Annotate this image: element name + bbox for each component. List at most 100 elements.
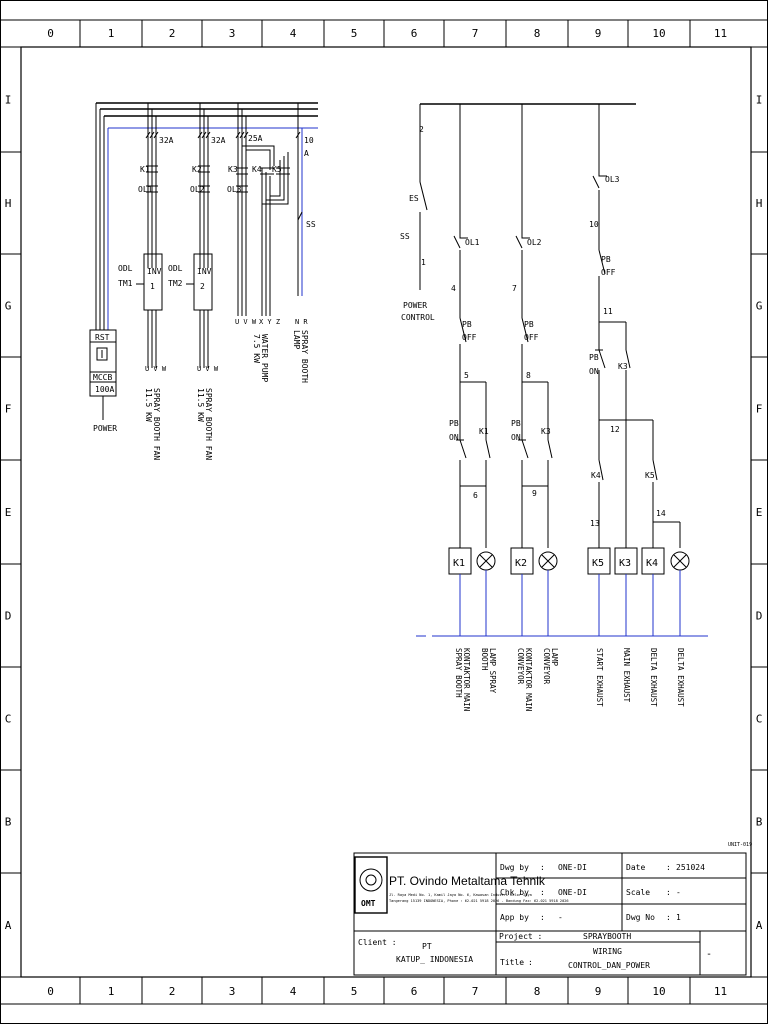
pb-on-label: ON [449, 433, 459, 442]
column-index: 10 [652, 27, 665, 40]
overload-label: OL2 [190, 185, 205, 194]
column-index: 4 [290, 985, 297, 998]
row-index: E [756, 506, 763, 519]
output-label: MAIN EXHAUST [622, 648, 631, 703]
terminal-label: U V W [197, 365, 219, 373]
app-by-label: App by [500, 913, 529, 922]
wire-number: 8 [526, 371, 531, 380]
mccb-label: RST [95, 333, 110, 342]
contactor-label: K3 [228, 165, 238, 174]
scale-label: Scale [626, 888, 650, 897]
contact-label: K5 [645, 471, 655, 480]
contactor-label: K5 [272, 165, 282, 174]
column-index: 2 [169, 985, 176, 998]
column-index: 3 [229, 27, 236, 40]
output-label: LAMP SPRAY [488, 648, 497, 694]
row-index: F [5, 403, 12, 416]
client-label: Client : [358, 938, 397, 947]
coil-label: K5 [592, 558, 604, 569]
drawing-border [20, 46, 752, 978]
wire-number: 14 [656, 509, 666, 518]
project-value: SPRAYBOOTH [583, 932, 631, 941]
dwg-by-value: ONE-DI [558, 863, 587, 872]
wire-number: 4 [451, 284, 456, 293]
row-index: I [756, 94, 763, 107]
company-name: PT. Ovindo Metaltama Tehnik [389, 874, 546, 888]
chk-by-label: Chk by [500, 888, 529, 897]
company-address: Jl. Raya Medi No. 1, Kamil Jaya No. 6, K… [389, 893, 532, 897]
column-index: 4 [290, 27, 297, 40]
power-labels: 32A 32A 25A 10 A K1 OL1 K2 OL2 K3 OL3 K4… [93, 134, 316, 433]
contactor-label: K2 [192, 165, 202, 174]
column-index: 5 [351, 27, 358, 40]
output-label: CONVEYOR [542, 648, 551, 685]
ss-label: SS [400, 232, 410, 241]
odl-label: ODL [118, 264, 133, 273]
power-load-labels: SPRAY BOOTH FAN 11.5 KW SPRAY BOOTH FAN … [144, 330, 309, 460]
power-circuit [89, 102, 318, 420]
column-index: 10 [652, 985, 665, 998]
title-label: Title [500, 958, 524, 967]
company-address: Tangerang 15139 INDONESIA, Phone : 62-02… [389, 899, 569, 903]
terminal-label: X Y Z [259, 318, 280, 326]
sheet-mark: - [706, 949, 712, 960]
output-label: KONTAKTOR MAIN [462, 648, 471, 711]
breaker-label-fan1: 32A [159, 136, 174, 145]
title-line-1: WIRING [593, 947, 622, 956]
wire-number: 2 [419, 125, 424, 134]
pb-on-label: ON [511, 433, 521, 442]
terminal-label: U V W [145, 365, 167, 373]
column-index: 1 [108, 985, 115, 998]
row-index: D [5, 610, 12, 623]
colon: : [666, 863, 671, 872]
wire-number: 1 [421, 258, 426, 267]
pb-on-label: PB [511, 419, 521, 428]
output-label: LAMP [550, 648, 559, 667]
odl-label: ODL [168, 264, 183, 273]
row-index: A [5, 919, 12, 932]
breaker-label-fan2: 32A [211, 136, 226, 145]
dwg-no-value: 1 [676, 913, 681, 922]
pb-off-label: OFF [462, 333, 477, 342]
title-line-2: CONTROL_DAN_POWER [568, 961, 650, 970]
column-index: 9 [595, 27, 602, 40]
output-label: DELTA EXHAUST [649, 648, 658, 707]
company-logo: OMT [361, 899, 376, 908]
breaker-label-pump: 25A [248, 134, 263, 143]
client-line-2: KATUP_ INDONESIA [396, 955, 473, 964]
wire-number: 5 [464, 371, 469, 380]
pb-off-label: PB [601, 255, 611, 264]
contact-label: K3 [541, 427, 551, 436]
pb-off-label: OFF [524, 333, 539, 342]
column-index: 3 [229, 985, 236, 998]
row-index: G [756, 300, 763, 313]
colon: : [666, 913, 671, 922]
output-label: DELTA EXHAUST [676, 648, 685, 707]
contact-label: K3 [618, 362, 628, 371]
load-label: SPRAY BOOTH [300, 330, 309, 383]
column-index: 6 [411, 27, 418, 40]
title-block [353, 852, 747, 976]
pb-on-label: PB [449, 419, 459, 428]
row-index: H [5, 197, 12, 210]
column-index: 2 [169, 27, 176, 40]
output-label: BOOTH [480, 648, 489, 671]
project-label: Project : [499, 932, 542, 941]
contactor-label: K1 [140, 165, 150, 174]
output-label: KONTAKTOR MAIN [524, 648, 533, 711]
column-index: 0 [47, 985, 54, 998]
breaker-label-lamp-bottom: A [304, 149, 309, 158]
control-circuit [416, 103, 708, 637]
column-index: 0 [47, 27, 54, 40]
load-label: SPRAY BOOTH FAN [204, 388, 213, 460]
row-index: A [756, 919, 763, 932]
column-index: 6 [411, 985, 418, 998]
wire-number: 13 [590, 519, 600, 528]
chk-by-value: ONE-DI [558, 888, 587, 897]
contactor-label: K4 [252, 165, 262, 174]
row-index: B [756, 816, 763, 829]
inverter-label: 1 [150, 282, 155, 291]
